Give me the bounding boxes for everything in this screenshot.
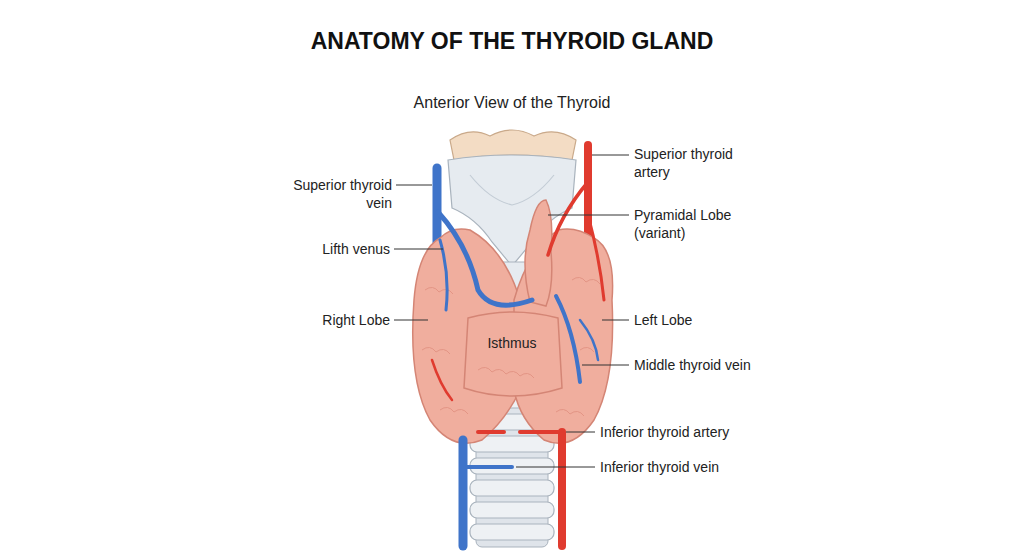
- part-label: Pyramidal Lobe (variant): [634, 206, 764, 242]
- diagram-title: ANATOMY OF THE THYROID GLAND: [0, 28, 1024, 55]
- vessel-label: Superior thyroid artery: [634, 145, 764, 181]
- part-label: Left Lobe: [634, 311, 774, 329]
- vessel-label: Middle thyroid vein: [634, 356, 794, 374]
- vessel-label: Inferior thyroid vein: [600, 458, 780, 476]
- inferior-thyroid-artery: [478, 430, 558, 434]
- cartilage-shading: [470, 175, 554, 205]
- vein: [459, 440, 468, 546]
- vessel-label: Inferior thyroid artery: [600, 423, 780, 441]
- view-subtitle: Anterior View of the Thyroid: [362, 94, 662, 112]
- inferior-thyroid-vein: [467, 465, 512, 469]
- vessel-label: Superior thyroid vein: [272, 176, 392, 212]
- artery: [558, 432, 566, 546]
- vessel-label: Lifth venus: [250, 240, 390, 258]
- part-label: Right Lobe: [250, 311, 390, 329]
- part-label: Isthmus: [467, 334, 557, 352]
- thyroid-gland: [413, 200, 613, 443]
- leader-lines: [394, 155, 629, 467]
- gland-texture: [422, 277, 600, 416]
